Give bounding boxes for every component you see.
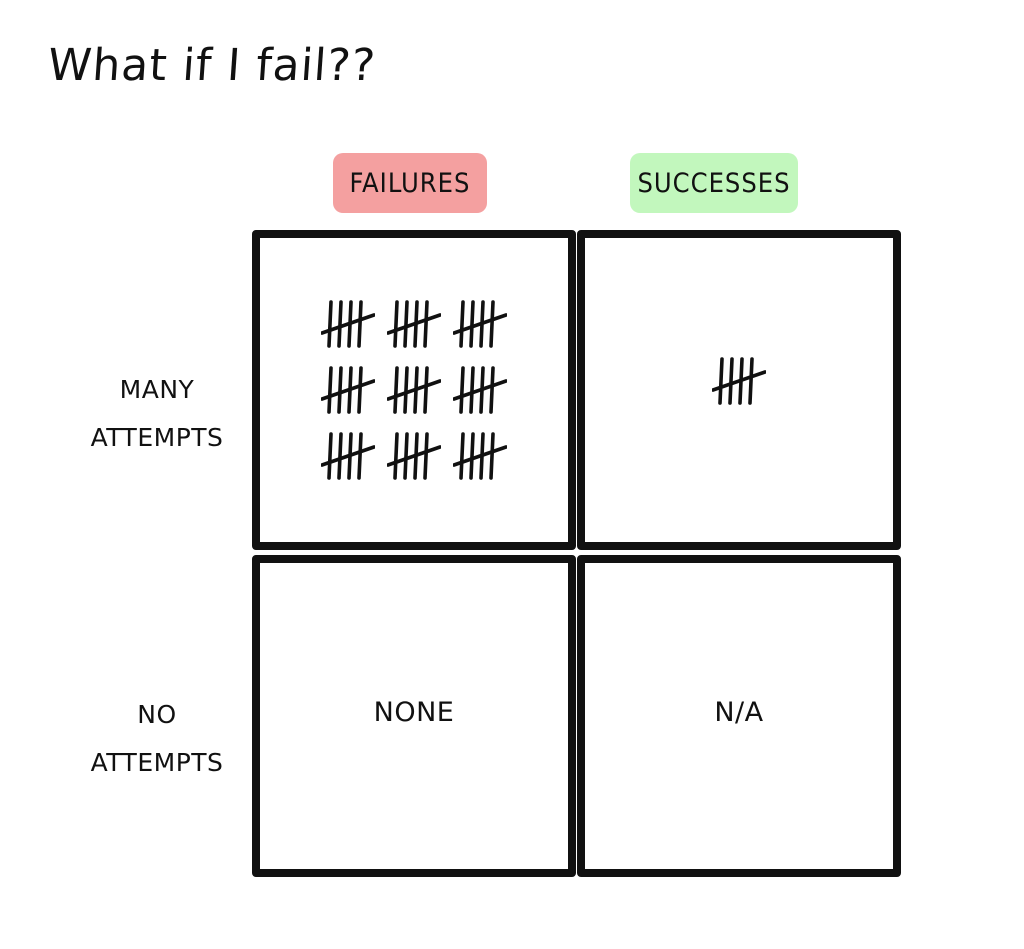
tally-cross-stroke — [321, 445, 375, 467]
tally-cross-stroke — [387, 313, 441, 335]
many-attempts-label-line2: ATTEMPTS — [90, 423, 224, 452]
successes-tally-grid — [712, 357, 766, 406]
tally-mark-group-icon — [387, 432, 441, 480]
failure-tally-group — [453, 431, 507, 481]
many-attempts-label-line1: MANY — [119, 375, 195, 404]
tally-stroke — [489, 366, 495, 414]
tally-stroke — [357, 366, 363, 414]
tally-mark-group-icon — [321, 366, 375, 414]
tally-cross-stroke — [453, 445, 507, 467]
no-attempts-successes-text: N/A — [714, 696, 764, 728]
failures-column-header: FAILURES — [333, 153, 487, 213]
tally-stroke — [459, 300, 465, 348]
tally-stroke — [403, 300, 409, 348]
failure-tally-group — [321, 299, 375, 349]
no-attempts-label-line1: NO — [137, 700, 177, 729]
tally-stroke — [459, 432, 465, 480]
tally-mark-group-icon — [712, 357, 766, 405]
cell-many-attempts-successes — [577, 230, 901, 550]
no-attempts-label-line2: ATTEMPTS — [90, 748, 224, 777]
tally-stroke — [337, 300, 343, 348]
cell-no-attempts-failures: NONE — [252, 555, 576, 877]
successes-column-header: SUCCESSES — [630, 153, 798, 213]
tally-cross-stroke — [387, 445, 441, 467]
no-attempts-row-label: NO ATTEMPTS — [82, 691, 232, 787]
failures-tally-grid — [321, 299, 507, 481]
tally-stroke — [357, 300, 363, 348]
tally-mark-group-icon — [321, 300, 375, 348]
tally-cross-stroke — [453, 313, 507, 335]
failure-tally-group — [321, 365, 375, 415]
tally-mark-group-icon — [453, 300, 507, 348]
many-attempts-row-label: MANY ATTEMPTS — [82, 366, 232, 462]
tally-stroke — [728, 357, 734, 405]
failure-tally-group — [321, 431, 375, 481]
failure-tally-group — [387, 431, 441, 481]
tally-stroke — [393, 366, 399, 414]
failure-tally-group — [453, 299, 507, 349]
tally-stroke — [327, 300, 333, 348]
tally-stroke — [469, 432, 475, 480]
tally-stroke — [489, 300, 495, 348]
tally-stroke — [403, 366, 409, 414]
failure-tally-group — [453, 365, 507, 415]
tally-stroke — [337, 366, 343, 414]
tally-stroke — [327, 432, 333, 480]
tally-stroke — [403, 432, 409, 480]
tally-stroke — [469, 300, 475, 348]
tally-mark-group-icon — [453, 432, 507, 480]
page-title: What if I fail?? — [46, 40, 378, 91]
success-tally-group — [712, 356, 766, 406]
tally-stroke — [718, 357, 724, 405]
tally-stroke — [337, 432, 343, 480]
tally-cross-stroke — [321, 379, 375, 401]
tally-stroke — [423, 300, 429, 348]
tally-stroke — [459, 366, 465, 414]
tally-stroke — [327, 366, 333, 414]
tally-cross-stroke — [387, 379, 441, 401]
tally-stroke — [423, 432, 429, 480]
failure-tally-group — [387, 365, 441, 415]
tally-stroke — [748, 357, 754, 405]
tally-stroke — [423, 366, 429, 414]
failure-tally-group — [387, 299, 441, 349]
cell-many-attempts-failures — [252, 230, 576, 550]
tally-mark-group-icon — [453, 366, 507, 414]
tally-mark-group-icon — [387, 366, 441, 414]
tally-cross-stroke — [453, 379, 507, 401]
tally-mark-group-icon — [321, 432, 375, 480]
no-attempts-failures-text: NONE — [373, 696, 455, 728]
tally-mark-group-icon — [387, 300, 441, 348]
tally-stroke — [357, 432, 363, 480]
tally-stroke — [469, 366, 475, 414]
tally-cross-stroke — [321, 313, 375, 335]
cell-no-attempts-successes: N/A — [577, 555, 901, 877]
tally-stroke — [393, 432, 399, 480]
tally-cross-stroke — [712, 370, 766, 392]
tally-stroke — [489, 432, 495, 480]
tally-stroke — [393, 300, 399, 348]
